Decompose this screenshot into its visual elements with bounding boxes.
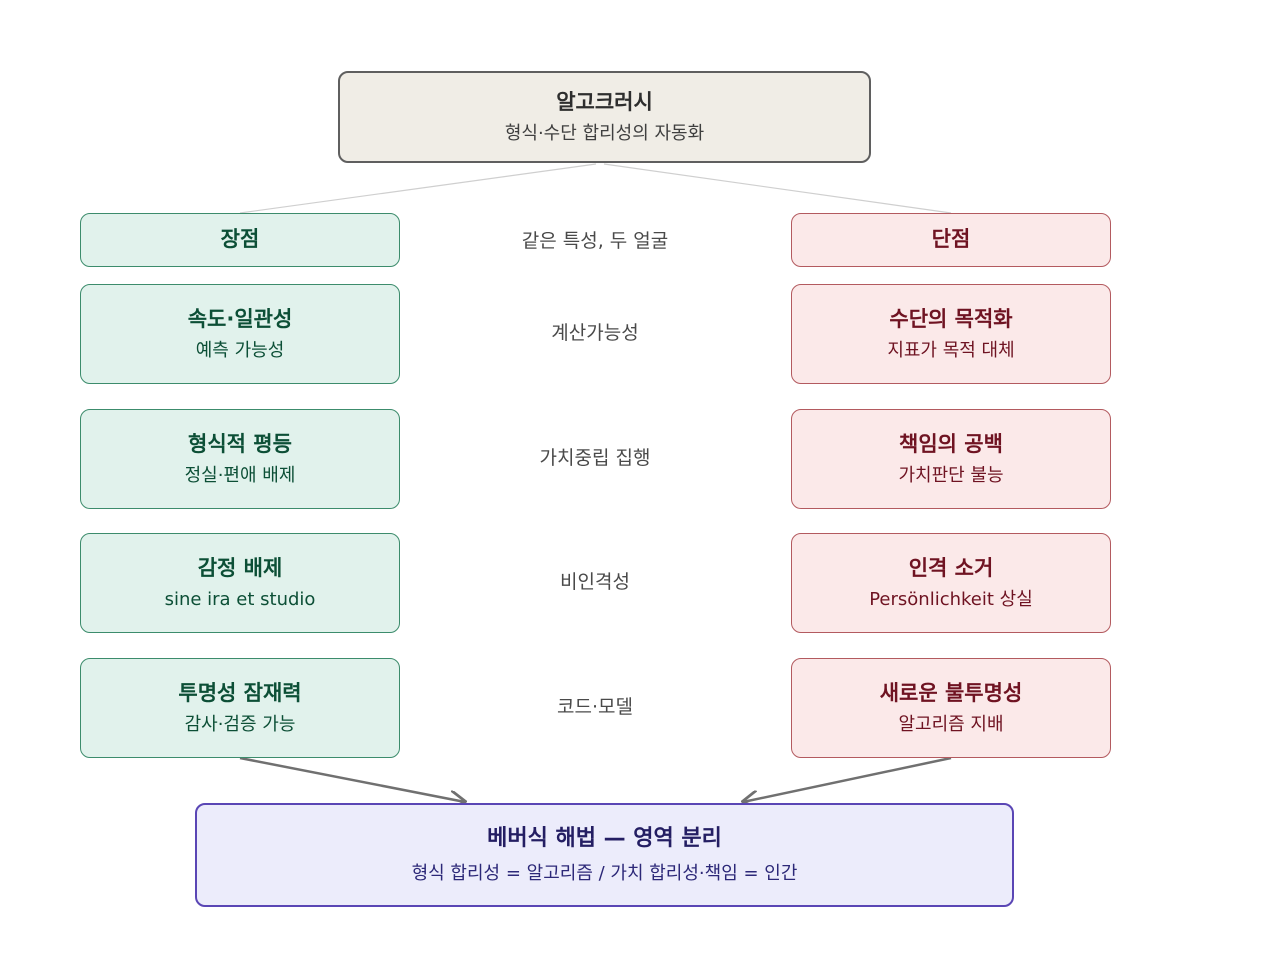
pro-node-transparency: 투명성 잠재력 감사·검증 가능 — [80, 658, 400, 758]
con-node-personhood-erasure: 인격 소거 Persönlichkeit 상실 — [791, 533, 1111, 633]
solution-subtitle: 형식 합리성 = 알고리즘 / 가치 합리성·책임 = 인간 — [411, 862, 798, 884]
cons-to-bottom-arrow — [743, 756, 952, 802]
middle-label-value-neutral: 가치중립 집행 — [539, 447, 651, 469]
pro-node-subtitle: 감사·검증 가능 — [184, 713, 296, 735]
pro-node-title: 속도·일관성 — [187, 306, 293, 331]
con-node-new-opacity: 새로운 불투명성 알고리즘 지배 — [791, 658, 1111, 758]
top-to-pros-connector — [239, 163, 597, 214]
con-node-subtitle: 가치판단 불능 — [898, 464, 1004, 486]
con-node-subtitle: Persönlichkeit 상실 — [869, 588, 1033, 610]
pro-node-subtitle: 정실·편애 배제 — [184, 464, 296, 486]
algocracy-node: 알고크러시 형식·수단 합리성의 자동화 — [338, 71, 871, 163]
weberian-solution-node: 베버식 해법 — 영역 분리 형식 합리성 = 알고리즘 / 가치 합리성·책임… — [195, 803, 1014, 907]
pro-node-title: 감정 배제 — [197, 555, 283, 580]
cons-header-label: 단점 — [931, 227, 971, 252]
con-node-title: 책임의 공백 — [899, 431, 1003, 456]
solution-title: 베버식 해법 — 영역 분리 — [487, 826, 722, 851]
middle-header-label: 같은 특성, 두 얼굴 — [521, 230, 669, 252]
pro-node-subtitle: 예측 가능성 — [195, 339, 285, 361]
con-node-title: 새로운 불투명성 — [879, 680, 1023, 705]
con-node-responsibility-gap: 책임의 공백 가치판단 불능 — [791, 409, 1111, 509]
pro-node-title: 형식적 평등 — [188, 431, 292, 456]
cons-header: 단점 — [791, 213, 1111, 267]
top-to-cons-connector — [603, 163, 952, 214]
pros-header: 장점 — [80, 213, 400, 267]
con-node-title: 인격 소거 — [908, 555, 994, 580]
con-node-means-as-ends: 수단의 목적화 지표가 목적 대체 — [791, 284, 1111, 384]
con-node-title: 수단의 목적화 — [889, 306, 1013, 331]
pro-node-subtitle: sine ira et studio — [164, 588, 316, 610]
algocracy-title: 알고크러시 — [556, 89, 653, 114]
pro-node-emotion-exclusion: 감정 배제 sine ira et studio — [80, 533, 400, 633]
pro-node-speed-consistency: 속도·일관성 예측 가능성 — [80, 284, 400, 384]
middle-label-impersonality: 비인격성 — [560, 571, 630, 593]
pros-to-bottom-arrow — [239, 756, 465, 802]
middle-label-code-model: 코드·모델 — [557, 696, 633, 718]
pro-node-title: 투명성 잠재력 — [178, 680, 302, 705]
con-node-subtitle: 지표가 목적 대체 — [887, 339, 1015, 361]
algocracy-subtitle: 형식·수단 합리성의 자동화 — [504, 122, 705, 144]
pros-header-label: 장점 — [220, 227, 260, 252]
con-node-subtitle: 알고리즘 지배 — [898, 713, 1004, 735]
middle-label-calculability: 계산가능성 — [551, 322, 639, 344]
pro-node-formal-equality: 형식적 평등 정실·편애 배제 — [80, 409, 400, 509]
